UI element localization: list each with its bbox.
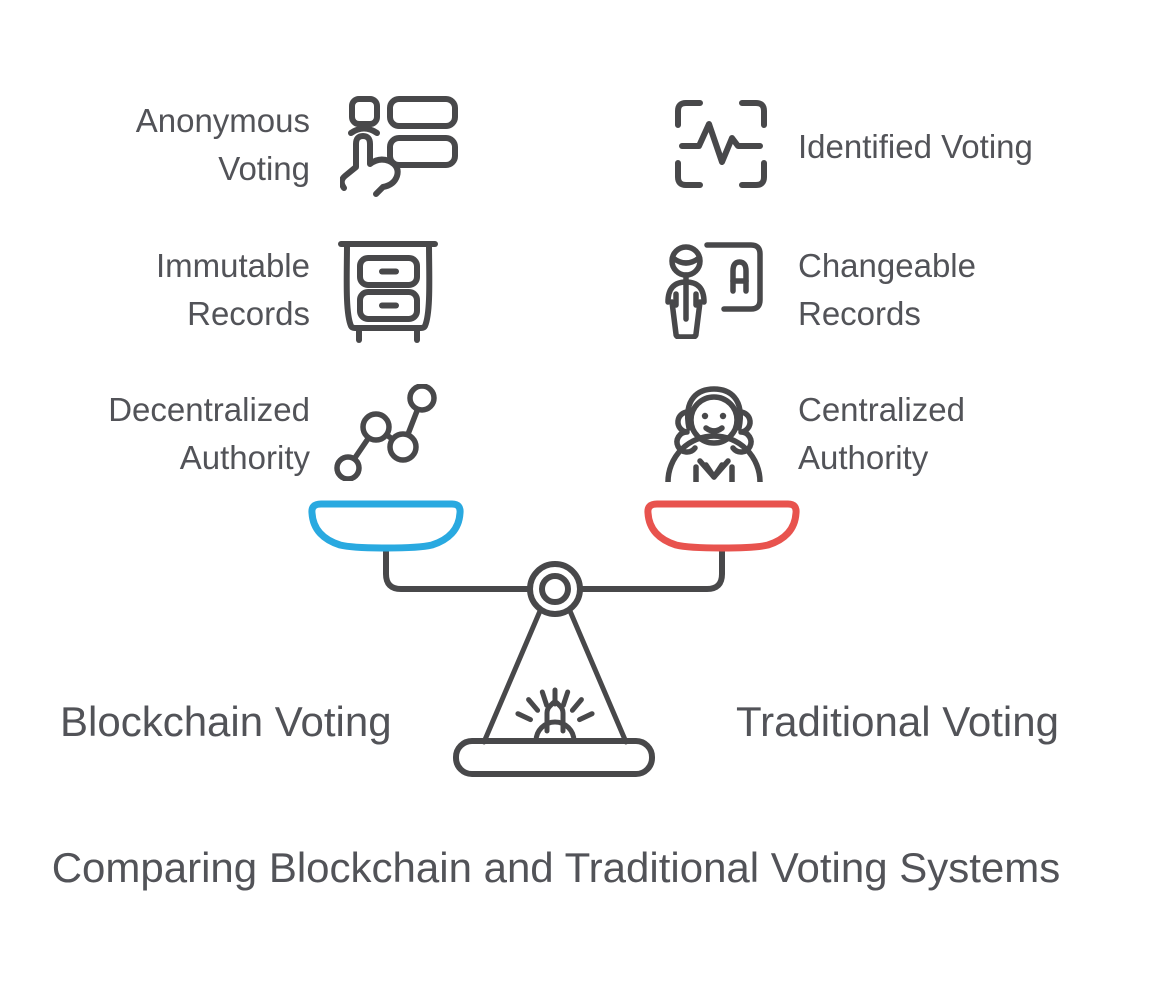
traditional-voting-label: Traditional Voting	[736, 698, 1059, 745]
feature-line: Decentralized	[108, 391, 310, 428]
leg-right	[567, 608, 629, 745]
feature-line: Records	[798, 295, 921, 332]
biometric-scan-icon	[675, 100, 767, 188]
feature-line: Immutable	[155, 247, 310, 284]
feature-line: Records	[187, 295, 310, 332]
ballot-hand-icon	[340, 96, 458, 197]
pivot-inner	[539, 573, 571, 605]
right-pan	[644, 500, 800, 552]
leg-left	[481, 608, 543, 745]
pivot-outer	[527, 561, 583, 617]
lamp-candle	[544, 699, 566, 734]
feature-line: Authority	[179, 439, 310, 476]
judge-icon	[665, 386, 763, 482]
feature-line: Voting	[218, 150, 310, 187]
filing-cabinet-icon	[338, 241, 438, 343]
person-presenting-icon	[665, 242, 763, 339]
feature-line: Anonymous	[135, 102, 310, 139]
feature-line: Changeable	[798, 247, 976, 284]
feature-line: Identified Voting	[798, 128, 1033, 165]
page-title: Comparing Blockchain and Traditional Vot…	[51, 844, 1061, 891]
beam-left	[383, 546, 533, 592]
feature-centralized-authority: Centralized Authority	[798, 386, 965, 482]
feature-line: Authority	[798, 439, 929, 476]
feature-anonymous-voting: Anonymous Voting	[0, 97, 310, 193]
lamp-dome	[533, 719, 577, 744]
beam-right	[577, 546, 725, 592]
feature-immutable-records: Immutable Records	[0, 242, 310, 338]
blockchain-voting-label: Blockchain Voting	[60, 698, 392, 745]
balance-scale-icon	[308, 500, 800, 777]
scale-base	[453, 738, 655, 777]
feature-line: Centralized	[798, 391, 965, 428]
lamp-rays	[515, 687, 595, 723]
left-pan	[308, 500, 464, 552]
feature-decentralized-authority: Decentralized Authority	[0, 386, 310, 482]
feature-changeable-records: Changeable Records	[798, 242, 976, 338]
network-nodes-icon	[334, 384, 437, 481]
feature-identified-voting: Identified Voting	[798, 123, 1033, 171]
